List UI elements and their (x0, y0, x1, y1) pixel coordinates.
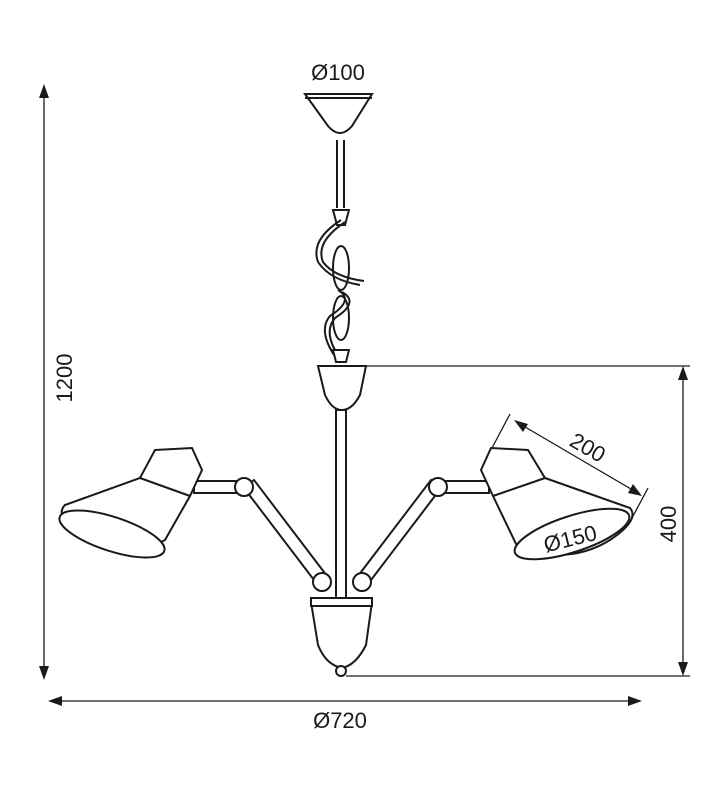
shade-length-label: 200 (566, 427, 610, 467)
right-shade (479, 446, 634, 561)
body-height-dimension: 400 (346, 365, 690, 677)
total-height-dimension: 1200 (39, 84, 77, 680)
left-arm (193, 477, 332, 592)
left-shade (58, 446, 204, 559)
ceiling-canopy (303, 93, 374, 208)
body-height-label: 400 (656, 506, 681, 543)
suspension-chain (315, 209, 365, 363)
center-body (309, 365, 374, 677)
total-height-label: 1200 (52, 354, 77, 403)
right-arm (352, 477, 490, 592)
overall-diameter-dimension: Ø720 (48, 696, 642, 733)
overall-diameter-label: Ø720 (313, 708, 367, 733)
canopy-diameter-label: Ø100 (311, 60, 365, 85)
